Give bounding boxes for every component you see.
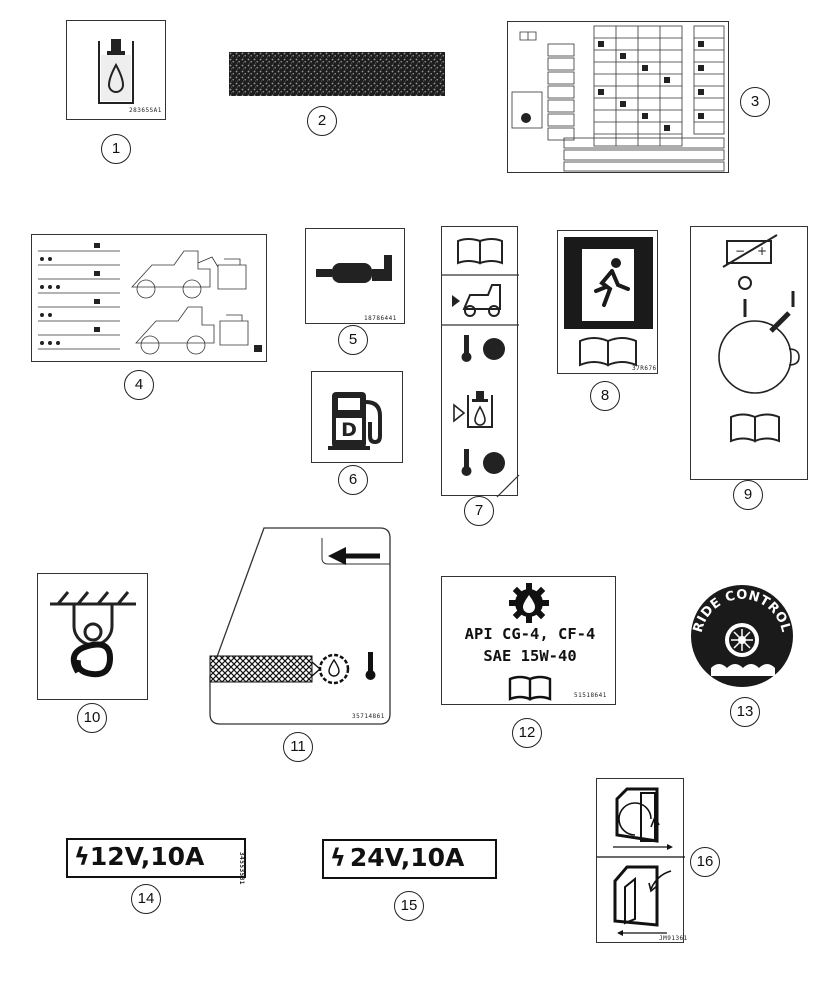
- callout-10: 10: [77, 703, 107, 733]
- decal-4-lubrication-chart: [31, 234, 267, 362]
- callout-7: 7: [464, 496, 494, 526]
- svg-text:−: −: [735, 244, 745, 258]
- decal-6-diesel-fuel: D: [311, 371, 403, 463]
- decal-3-fuse-chart: [507, 21, 729, 173]
- cab-door-icons: [597, 787, 685, 936]
- ride-control-badge: RIDE CONTROL: [691, 585, 793, 687]
- decal-8-emergency-exit: 37R676: [557, 230, 658, 374]
- decal-12-engine-oil-spec: API CG-4, CF-4 SAE 15W-40 51518641: [441, 576, 616, 705]
- lightning-icon: ϟ: [330, 844, 346, 872]
- lubrication-chart-drawing: [38, 243, 262, 355]
- book-icon: [508, 675, 552, 701]
- decal-13-ride-control: RIDE CONTROL: [683, 584, 801, 688]
- voltage-label: 24V,10A: [349, 843, 465, 872]
- part-number: 28365SA1: [129, 107, 162, 114]
- callout-8: 8: [590, 381, 620, 411]
- part-number: 37R676: [632, 365, 657, 372]
- part-number: 51518641: [574, 692, 607, 699]
- callout-2: 2: [307, 106, 337, 136]
- callout-12: 12: [512, 718, 542, 748]
- exhaust-muffler-icon: [316, 255, 392, 283]
- battery-disconnect-icons: − +: [718, 234, 800, 443]
- emergency-exit-icon: [564, 237, 653, 367]
- decal-1-oil-level: 28365SA1: [66, 20, 166, 120]
- decal-10-lifting-point: [37, 573, 148, 700]
- callout-1: 1: [101, 134, 131, 164]
- part-number: 35714861: [352, 713, 385, 720]
- callout-4: 4: [124, 370, 154, 400]
- oil-spec-line-2: SAE 15W-40: [483, 647, 577, 665]
- callout-14: 14: [131, 884, 161, 914]
- callout-16: 16: [690, 847, 720, 877]
- part-number: 34553581: [238, 852, 245, 885]
- decal-9-battery-disconnect: − +: [690, 226, 808, 480]
- fuse-chart-grid: [511, 25, 725, 172]
- callout-15: 15: [394, 891, 424, 921]
- decal-2-antislip-strip: [229, 52, 445, 96]
- callout-13: 13: [730, 697, 760, 727]
- decal-5-exhaust: 18786441: [305, 228, 405, 324]
- oil-spec-line-1: API CG-4, CF-4: [464, 625, 596, 643]
- gear-oil-icon: [509, 583, 549, 623]
- callout-9: 9: [733, 480, 763, 510]
- service-panel-icons: [442, 238, 520, 498]
- decal-14-12v-10a: ϟ12V,10A 34553581: [66, 838, 246, 885]
- textured-strip: [229, 52, 445, 96]
- callout-6: 6: [338, 465, 368, 495]
- decal-11-cooler: 35714861: [204, 526, 392, 726]
- lightning-icon: ϟ: [74, 843, 90, 871]
- svg-text:+: +: [757, 244, 767, 258]
- callout-3: 3: [740, 87, 770, 117]
- decal-16-cab-door: JM91361: [596, 778, 687, 943]
- cooler-decal-shape: [209, 527, 391, 725]
- diesel-pump-icon: D: [328, 392, 382, 450]
- callout-11: 11: [283, 732, 313, 762]
- decal-7-service-panel: [441, 226, 520, 498]
- part-number: 18786441: [364, 315, 397, 322]
- lifting-point-icon: [50, 591, 136, 678]
- callout-5: 5: [338, 325, 368, 355]
- voltage-label: 12V,10A: [89, 842, 205, 871]
- svg-text:D: D: [341, 419, 357, 441]
- part-number: JM91361: [659, 935, 688, 942]
- oil-level-icon: [98, 39, 134, 104]
